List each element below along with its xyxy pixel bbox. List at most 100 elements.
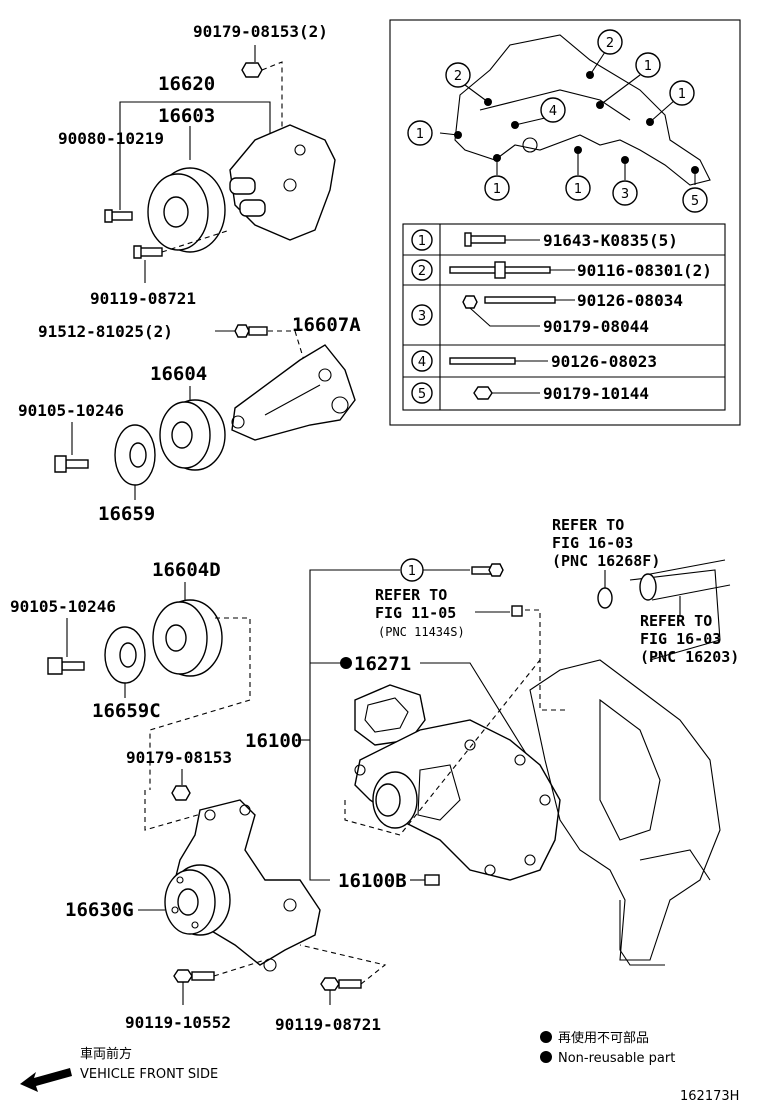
legend-non-reusable-en: Non-reusable part [558,1051,675,1066]
ref-16268F-line3: (PNC 16268F) [552,552,660,570]
bracket-16607A [231,344,356,441]
non-reusable-marker-16271 [340,657,352,669]
label-16100: 16100 [245,730,302,752]
plate-16659C [104,626,146,684]
label-16604: 16604 [150,363,207,385]
vehicle-front-indicator: 車両前方 VEHICLE FRONT SIDE [20,1046,218,1092]
label-90179-08153-2: 90179-08153(2) [193,22,328,41]
inset-callout-1b: 1 [635,52,661,78]
svg-text:90179-08044: 90179-08044 [543,317,649,336]
svg-text:1: 1 [678,87,686,102]
svg-text:1: 1 [416,127,424,142]
hose-16203 [639,559,731,601]
vehicle-front-jp: 車両前方 [80,1046,132,1062]
pulley-16630G [164,864,231,936]
bolt-callout-1: 1 [400,558,504,582]
inset-callout-3: 3 [612,180,638,206]
svg-text:1: 1 [493,182,501,197]
svg-text:90179-10144: 90179-10144 [543,384,649,403]
label-90119-10552: 90119-10552 [125,1013,231,1032]
bolt-90119-08721-bottom [320,977,362,991]
pulley-16604 [159,399,226,471]
ref-16203-line1: REFER TO [640,612,712,630]
idler-bracket [229,124,336,241]
ref-16268F-line1: REFER TO [552,516,624,534]
figure-id: 162173H [680,1089,739,1104]
bolt-90105-10246-top [54,455,89,473]
svg-text:5: 5 [691,194,699,209]
legend-dot-en [540,1051,552,1063]
inset-panel: 1 2 2 1 1 4 1 1 3 5 1 91643-K0835(5) 2 [389,19,741,426]
label-90105-10246-top: 90105-10246 [18,401,124,420]
plug-11434S [511,605,523,617]
svg-text:1: 1 [644,59,652,74]
idler-16604D-group: 16604D 90105-10246 16659C [10,559,251,790]
ref-16268F-line2: FIG 16-03 [552,534,633,552]
svg-text:1: 1 [574,182,582,197]
label-16603: 16603 [158,105,215,127]
inset-callout-4: 4 [540,97,566,123]
tensioner-group: 91512-81025(2) 16607A 16604 90105-10246 [18,314,361,525]
inset-callout-1d: 1 [484,175,510,201]
legend-row-1: 1 91643-K0835(5) [411,229,678,251]
svg-text:3: 3 [418,309,426,324]
ref-16203-line2: FIG 16-03 [640,630,721,648]
oring-16268F [597,587,613,609]
stud-16100B [424,874,440,886]
label-90080-10219: 90080-10219 [58,129,164,148]
label-16620: 16620 [158,73,215,95]
label-16659: 16659 [98,503,155,525]
engine-block [529,559,731,966]
label-16604D: 16604D [152,559,221,581]
svg-text:90126-08023: 90126-08023 [551,352,657,371]
water-pump-group: 16100 1 16271 REFER TO FIG 11-05 (PNC 11… [245,558,565,892]
bolt-90105-10246-mid [47,657,85,675]
svg-text:4: 4 [549,104,557,119]
pulley-16604D [152,599,223,677]
non-reusable-legend: 再使用不可部品 Non-reusable part [540,1030,675,1066]
bolt-91512-81025 [234,324,268,338]
nut-90179-08153-single [171,785,191,801]
legend-row-2: 2 90116-08301(2) [411,259,712,281]
label-90119-08721-bottom: 90119-08721 [275,1015,381,1034]
legend-non-reusable-jp: 再使用不可部品 [558,1030,649,1046]
legend-dot-jp [540,1031,552,1043]
svg-text:3: 3 [621,187,629,202]
vehicle-front-en: VEHICLE FRONT SIDE [80,1067,218,1082]
inset-legend-table: 1 91643-K0835(5) 2 90116-08301(2) 3 9012… [402,223,726,411]
label-90119-08721-top: 90119-08721 [90,289,196,308]
label-16659C: 16659C [92,700,161,722]
svg-text:1: 1 [418,234,426,249]
arrow-left-icon [20,1068,72,1092]
label-16630G: 16630G [65,899,134,921]
svg-text:2: 2 [418,264,426,279]
label-16607A: 16607A [292,314,361,336]
legend-row-4: 4 90126-08023 [411,350,657,372]
svg-text:90116-08301(2): 90116-08301(2) [577,261,712,280]
inset-callout-2b: 2 [597,29,623,55]
label-91512-81025-2: 91512-81025(2) [38,322,173,341]
ref-11-05-line3: (PNC 11434S) [378,625,465,639]
bolt-90119-10552 [173,969,215,983]
ref-11-05-line1: REFER TO [375,586,447,604]
bolt-90119-08721-top [133,245,163,259]
label-90105-10246-mid: 90105-10246 [10,597,116,616]
label-16100B: 16100B [338,870,407,892]
idler-assembly-group: 90179-08153(2) 16620 16603 90080-10219 [58,22,336,308]
ref-16203-line3: (PNC 16203) [640,648,739,666]
inset-callout-5: 5 [682,187,708,213]
label-16271: 16271 [354,653,411,675]
legend-row-3: 3 90126-08034 90179-08044 [411,291,683,336]
svg-text:90126-08034: 90126-08034 [577,291,683,310]
inset-callout-1e: 1 [565,175,591,201]
water-pump-body [354,719,561,881]
inset-callout-2a: 2 [445,62,471,88]
gasket-16271 [354,684,426,746]
idler-16630G-group: 90179-08153 16630G 90119-10552 [65,748,387,1034]
inset-callout-1c: 1 [669,80,695,106]
nut-90179-08153 [241,62,263,78]
svg-text:2: 2 [454,69,462,84]
svg-text:1: 1 [408,564,416,579]
bolt-90080-10219 [104,209,133,223]
